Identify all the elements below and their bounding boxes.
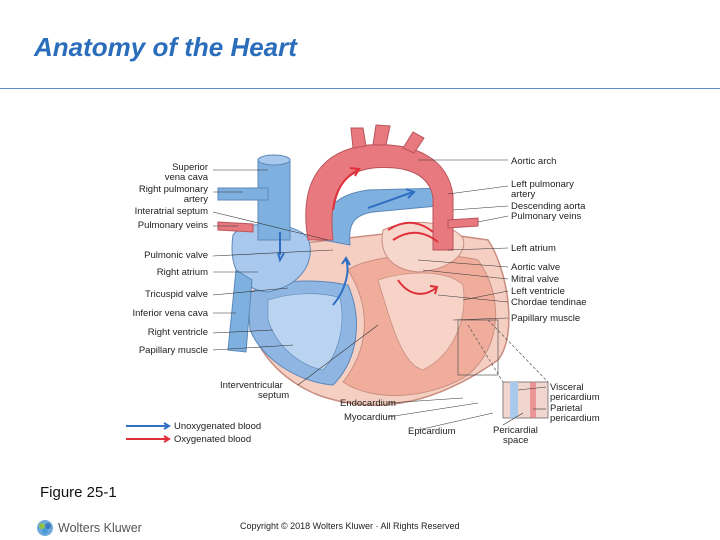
leader-line-r7: [422, 269, 509, 280]
label-left-pulmonary-artery-1: Left pulmonary: [511, 179, 574, 190]
leader-line-r15: [417, 412, 494, 431]
superior-vena-cava-opening: [257, 154, 291, 166]
leader-line-r16: [502, 412, 524, 426]
label-aortic-valve: Aortic valve: [511, 262, 560, 273]
label-left-ventricle: Left ventricle: [511, 286, 565, 297]
legend-arrow-oxygenated: [163, 435, 171, 443]
label-interatrial-septum: Interatrial septum: [135, 206, 208, 217]
legend-label-oxygenated: Oxygenated blood: [174, 434, 251, 445]
label-pulmonary-veins-left: Pulmonary veins: [138, 220, 208, 231]
title-divider: [0, 88, 720, 89]
flow-arrow-9: [387, 221, 434, 233]
label-right-pulmonary-artery-2: artery: [184, 194, 209, 205]
leader-line-l5: [212, 249, 334, 257]
leader-line-bottom: [297, 324, 379, 386]
label-superior-vena-cava-1: Superior: [172, 162, 208, 173]
label-left-pulmonary-artery-2: artery: [511, 189, 536, 200]
right-pulmonary-artery: [217, 187, 269, 201]
aortic-branch-2: [372, 124, 391, 146]
publisher-name: Wolters Kluwer: [58, 521, 142, 535]
leader-line-l3: [212, 211, 329, 241]
label-left-atrium: Left atrium: [511, 243, 556, 254]
leader-lines-right: [387, 159, 547, 431]
label-parietal-pericardium-2: pericardium: [550, 413, 600, 424]
flow-arrow-4: [341, 256, 351, 266]
leader-line-r9: [437, 294, 509, 303]
leader-line-r13: [387, 397, 464, 404]
aortic-branch-3: [402, 131, 425, 154]
inset-pointer: [467, 319, 549, 383]
leader-lines-left: [212, 169, 379, 386]
label-visceral-pericardium-2: pericardium: [550, 392, 600, 403]
pulmonary-veins-right: [217, 221, 254, 233]
legend-label-unoxygenated: Unoxygenated blood: [174, 421, 261, 432]
label-interventricular-septum-1: Interventricular: [220, 380, 283, 391]
label-papillary-muscle-right: Papillary muscle: [511, 313, 580, 324]
slide-title: Anatomy of the Heart: [34, 32, 297, 62]
label-superior-vena-cava-2: vena cava: [165, 172, 209, 183]
legend-arrow-unoxygenated: [163, 422, 171, 430]
label-aortic-arch: Aortic arch: [511, 156, 556, 167]
label-right-ventricle: Right ventricle: [148, 327, 208, 338]
wolters-kluwer-icon: [37, 520, 53, 536]
flow-arrow-6: [405, 188, 416, 199]
leader-line-r3: [452, 205, 509, 211]
leader-line-r5: [447, 247, 509, 251]
label-endocardium: Endocardium: [340, 398, 396, 409]
label-mitral-valve: Mitral valve: [511, 274, 559, 285]
label-interventricular-septum-2: septum: [258, 390, 289, 401]
leader-line-r2: [447, 185, 509, 195]
heart-diagram: Superior vena cava Right pulmonary arter…: [126, 124, 600, 446]
flow-arrow-12: [429, 285, 439, 295]
label-papillary-muscle-left: Papillary muscle: [139, 345, 208, 356]
label-epicardium: Epicardium: [408, 426, 456, 437]
labels-right: Aortic arch Left pulmonary artery Descen…: [493, 156, 600, 446]
label-pulmonary-veins-right: Pulmonary veins: [511, 211, 581, 222]
label-inferior-vena-cava: Inferior vena cava: [132, 308, 208, 319]
label-parietal-pericardium-1: Parietal: [550, 403, 582, 414]
copyright-notice: Copyright © 2018 Wolters Kluwer · All Ri…: [240, 521, 460, 531]
label-visceral-pericardium-1: Visceral: [550, 382, 584, 393]
flow-arrow-11: [397, 279, 437, 295]
leader-line-r14: [387, 402, 479, 418]
leader-line-r10: [452, 317, 509, 321]
flow-arrow-8: [349, 167, 361, 177]
flow-arrow-2: [277, 252, 285, 263]
leader-line-l7: [212, 287, 289, 296]
figure-caption: Figure 25-1: [40, 484, 117, 501]
visceral-layer: [510, 382, 518, 418]
flow-arrow-7: [332, 169, 359, 211]
inset-source: [457, 319, 499, 376]
label-myocardium: Myocardium: [344, 412, 396, 423]
inferior-vena-cava: [227, 269, 253, 353]
right-ventricle-chamber: [267, 293, 343, 371]
label-tricuspid-valve: Tricuspid valve: [145, 289, 208, 300]
leader-line-r6: [417, 259, 509, 268]
flow-arrow-10: [392, 231, 439, 243]
flow-arrow-5: [367, 191, 414, 209]
pulmonary-veins-left: [447, 217, 479, 229]
heart-illustration: [217, 124, 549, 419]
leader-line-r11: [517, 386, 547, 391]
parietal-layer: [530, 382, 536, 418]
leader-line-l10: [212, 344, 294, 351]
legend: Unoxygenated blood Oxygenated blood: [126, 421, 261, 445]
leader-line-r4: [477, 215, 509, 223]
label-pulmonic-valve: Pulmonic valve: [144, 250, 208, 261]
aortic-branch-1: [350, 127, 367, 149]
label-pericardial-space-1: Pericardial: [493, 425, 538, 436]
leader-line-l9: [212, 329, 274, 334]
label-right-pulmonary-artery-1: Right pulmonary: [139, 184, 208, 195]
label-pericardial-space-2: space: [503, 435, 528, 446]
labels-left: Superior vena cava Right pulmonary arter…: [132, 162, 208, 356]
labels-bottom: Interventricular septum Endocardium Myoc…: [220, 380, 456, 437]
label-chordae-tendinae: Chordae tendinae: [511, 297, 587, 308]
flow-arrow-3: [332, 259, 349, 306]
publisher-logo: Wolters Kluwer: [36, 519, 142, 537]
label-descending-aorta: Descending aorta: [511, 201, 586, 212]
left-ventricle-chamber: [377, 272, 465, 371]
label-right-atrium: Right atrium: [157, 267, 208, 278]
